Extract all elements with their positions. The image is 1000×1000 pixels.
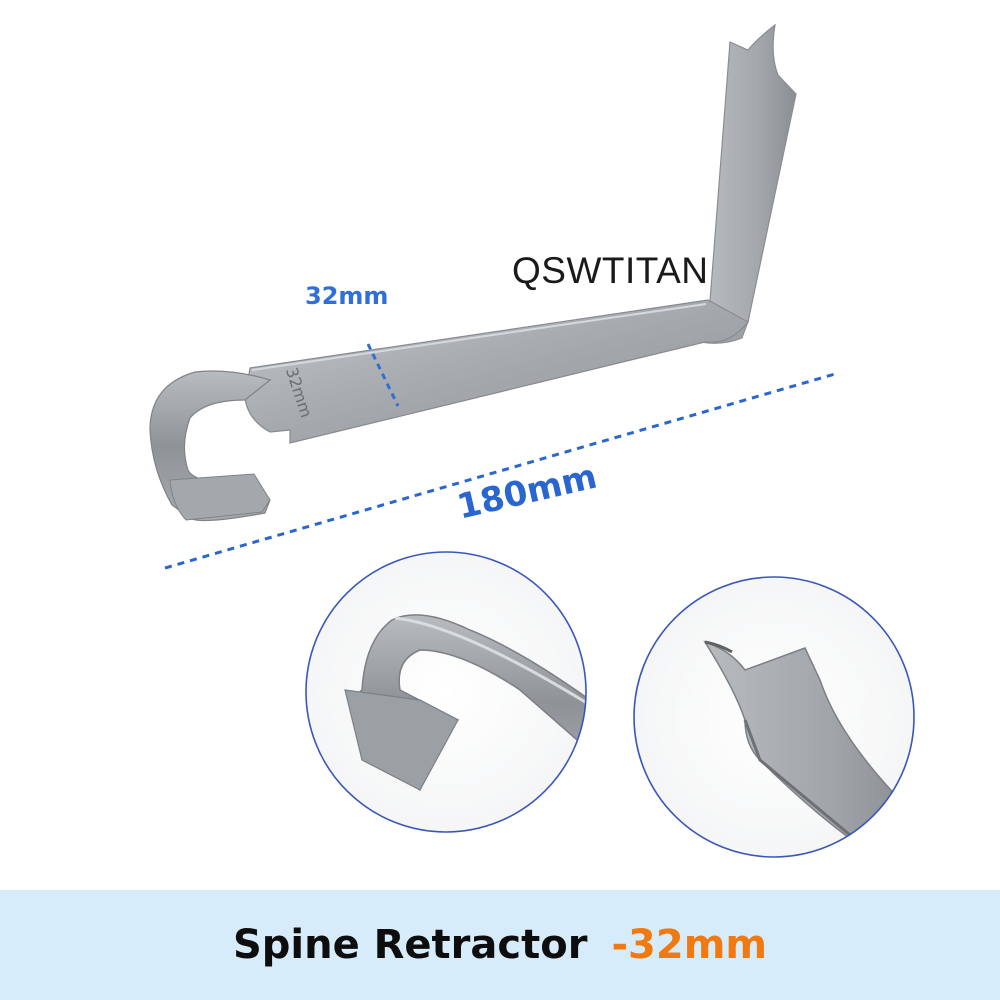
brand-watermark: QSWTITAN [512, 250, 709, 291]
width-dimension-label: 32mm [305, 282, 389, 310]
hook-detail-circle [305, 551, 587, 833]
product-size: -32mm [611, 922, 768, 968]
product-name: Spine Retractor [232, 922, 588, 968]
retractor-upright-arm [707, 23, 797, 328]
tip-detail-circle [633, 576, 915, 858]
retractor-blade [244, 299, 749, 444]
product-title-banner: Spine Retractor -32mm [0, 890, 1000, 1000]
width-dimension-line [366, 343, 400, 407]
retractor-hook-tip [169, 473, 271, 521]
retractor-instrument [149, 23, 797, 522]
